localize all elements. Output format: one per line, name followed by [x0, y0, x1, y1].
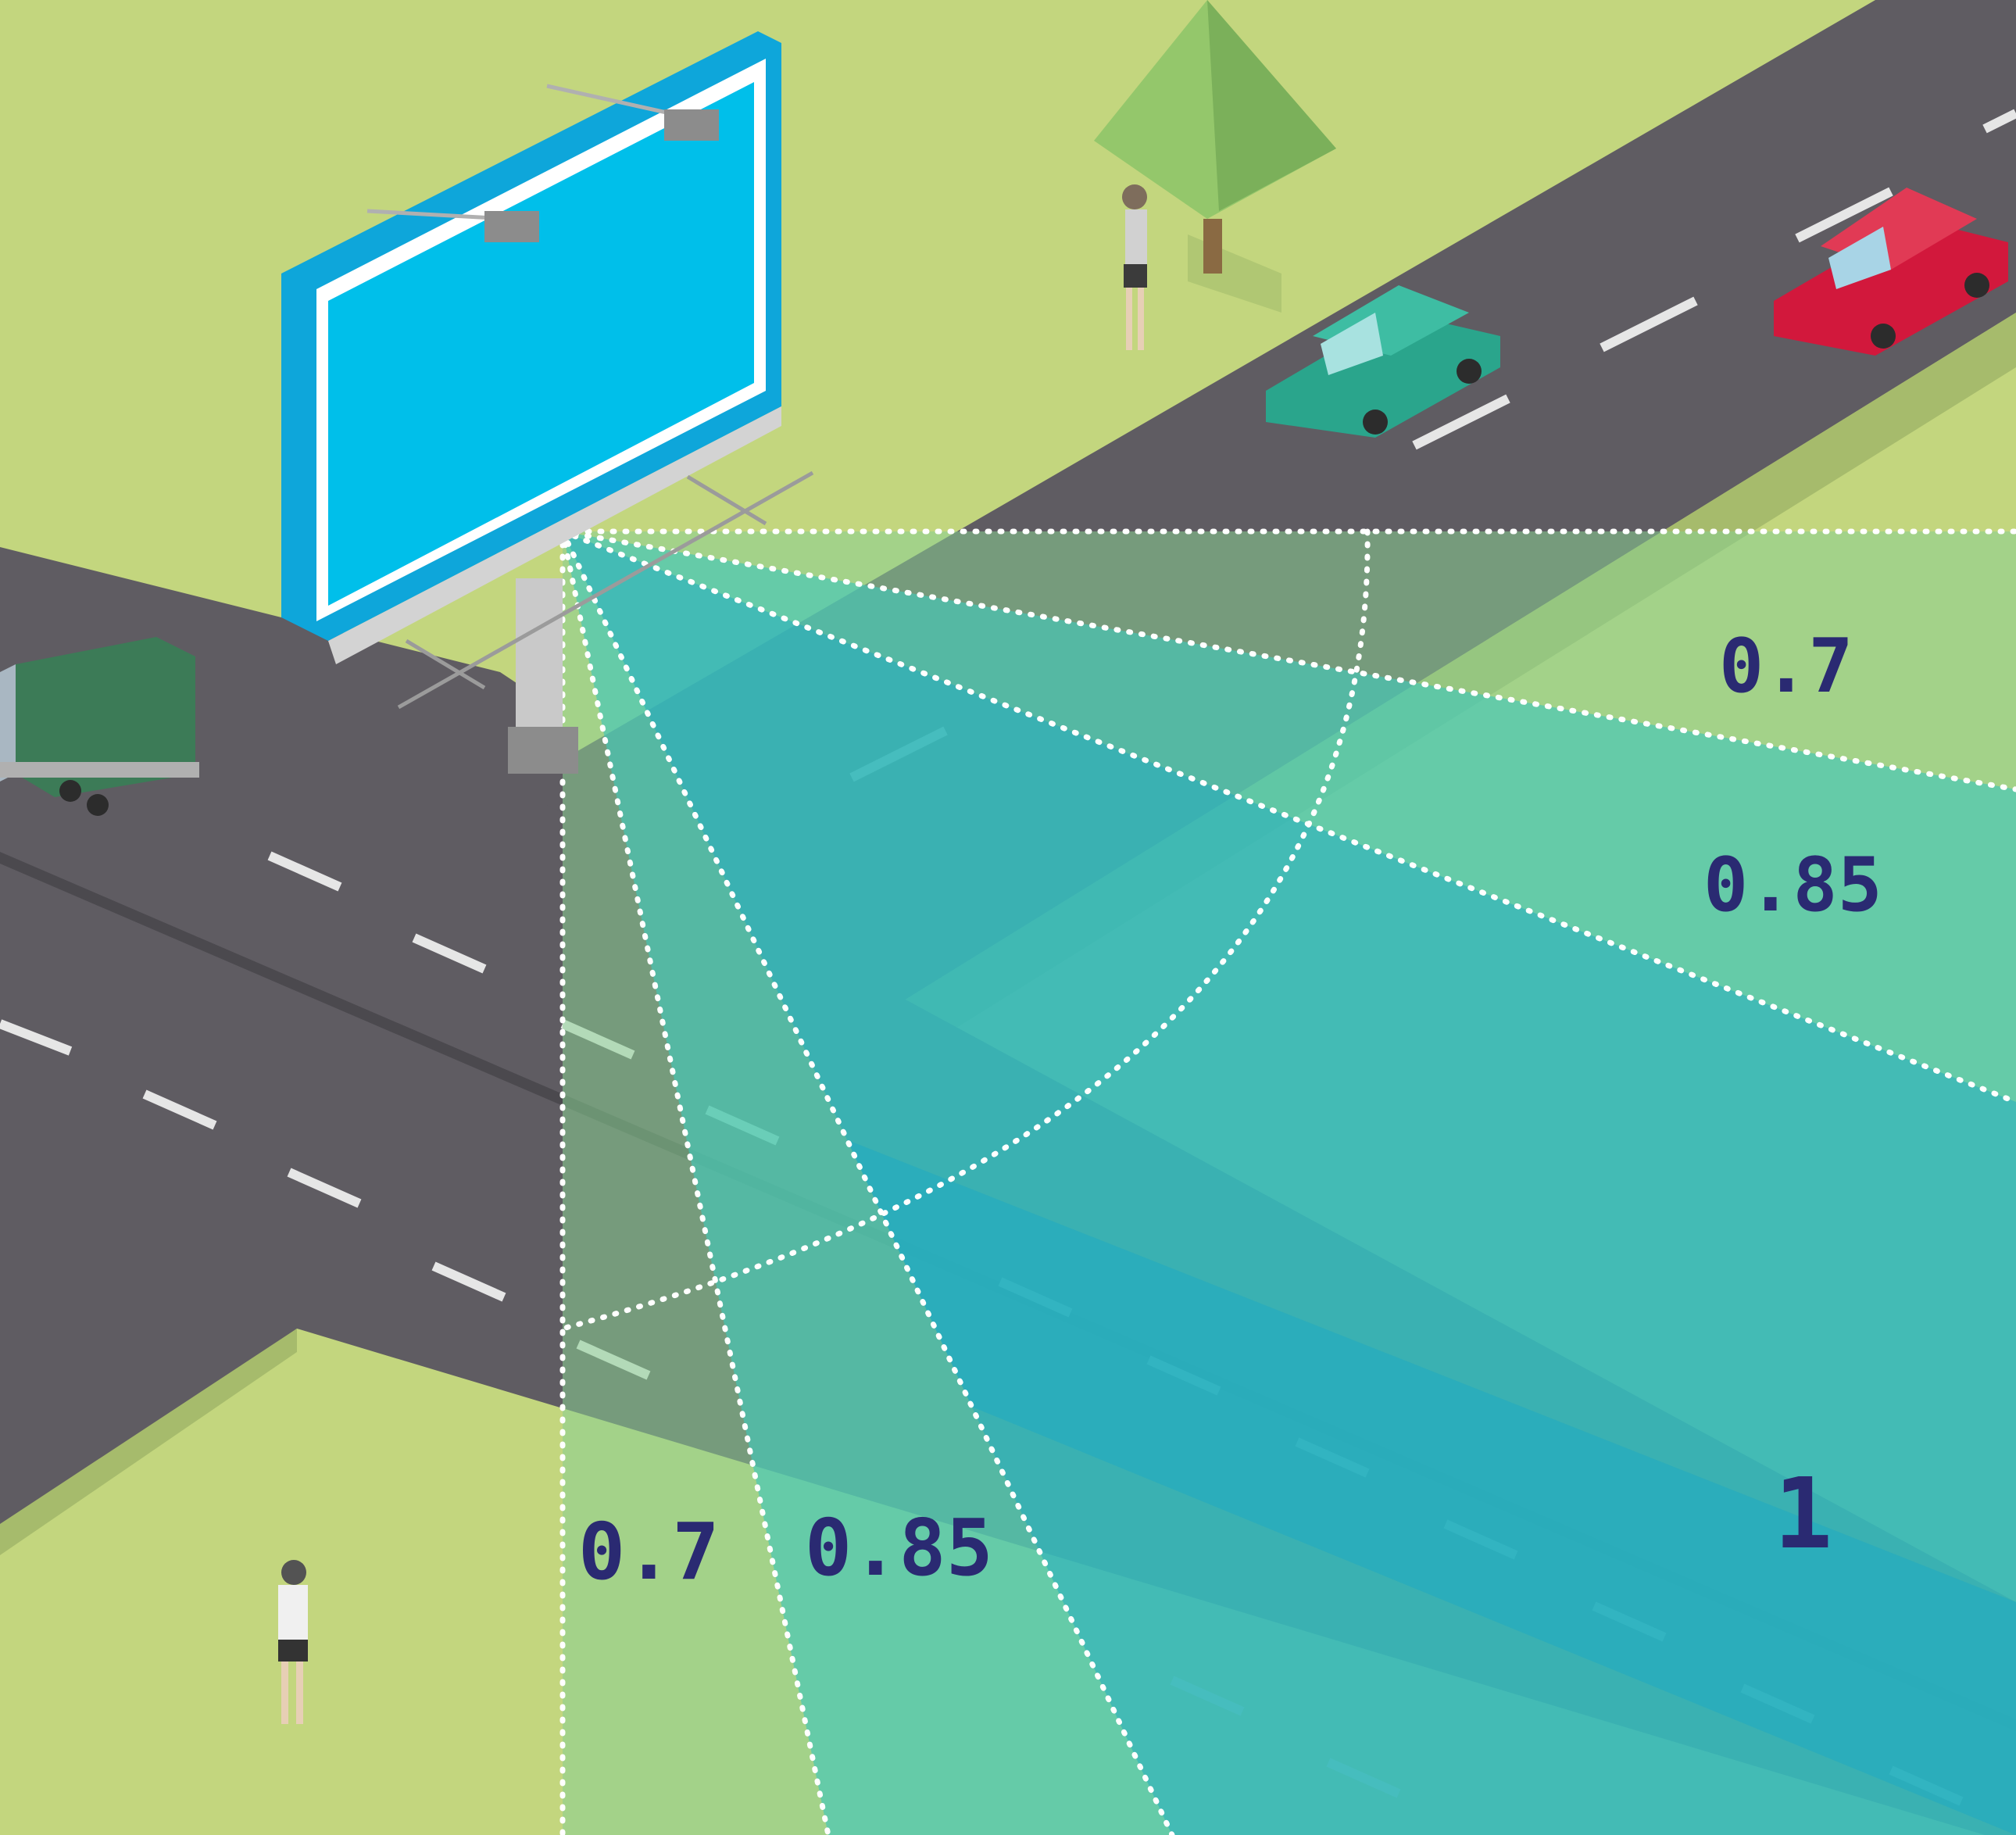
zone-inner — [563, 531, 2016, 1835]
zone-boundaries — [559, 528, 2016, 1835]
pedestrian-icon — [278, 1560, 308, 1724]
truck-icon — [0, 637, 199, 816]
label-bottom-0-7: 0.7 — [578, 1506, 720, 1597]
zone-labels: 0.7 0.85 1 0.7 0.85 — [578, 624, 1882, 1597]
pedestrian-icon — [1122, 184, 1147, 350]
label-right-0-85: 0.85 — [1703, 842, 1882, 928]
billboard-icon — [281, 31, 814, 774]
visibility-zones — [563, 531, 2016, 1835]
zone-mid — [563, 531, 2016, 1835]
label-right-0-7: 0.7 — [1719, 624, 1853, 710]
road-curb — [0, 1329, 297, 1555]
label-bottom-0-85: 0.85 — [805, 1502, 993, 1594]
car-icon — [1266, 285, 1500, 438]
car-icon — [1774, 188, 2008, 356]
label-center-1: 1 — [1774, 1458, 1832, 1571]
tree-icon — [1094, 0, 1336, 313]
